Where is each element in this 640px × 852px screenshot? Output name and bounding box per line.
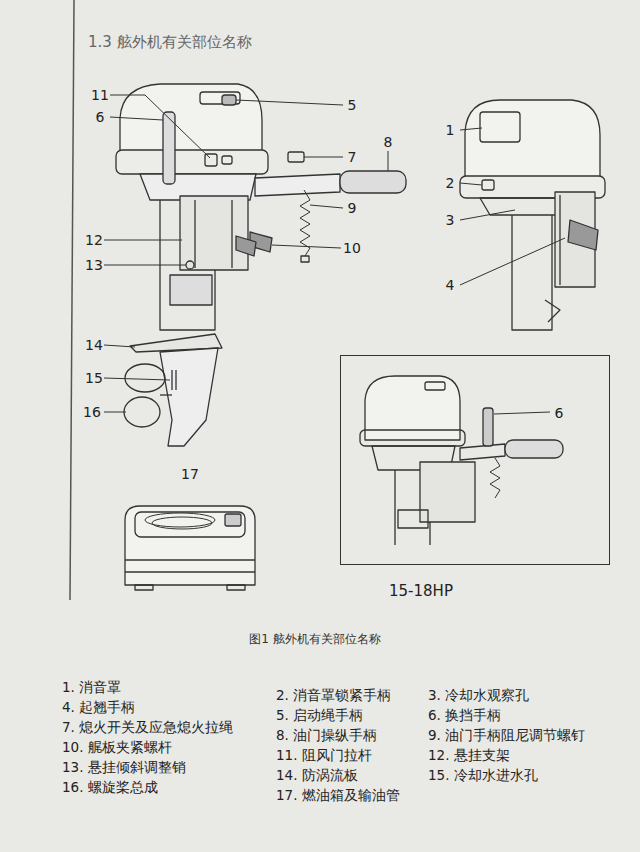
inset-frame: 615-18HP [340,355,610,565]
callout-number: 16 [83,404,101,421]
figure-caption: 图1 舷外机有关部位名称 [249,632,380,646]
callout-number: 1 [446,122,455,139]
callout-number: 5 [348,97,357,114]
part-name: 6. 换挡手柄 [428,707,501,723]
callout-number: 15 [85,370,103,387]
part-name: 7. 熄火开关及应急熄火拉绳 [62,719,233,735]
page-edge [70,0,74,600]
model-label: 15-18HP [389,582,453,600]
callout-number: 6 [555,405,564,422]
part-name: 10. 艉板夹紧螺杆 [62,739,172,755]
leader-lines [104,95,565,414]
part-name: 4. 起翘手柄 [62,699,135,715]
callout-number: 3 [446,212,455,229]
callout-number: 7 [348,149,357,166]
callout-number: 11 [91,87,109,104]
part-name: 9. 油门手柄阻尼调节螺钉 [428,727,585,743]
side-motor [460,100,605,330]
part-name: 2. 消音罩锁紧手柄 [276,687,391,703]
part-name: 12. 悬挂支架 [428,747,510,763]
part-name: 3. 冷却水观察孔 [428,687,529,703]
part-name: 1. 消音罩 [62,679,121,695]
callout-number: 4 [446,277,455,294]
part-name: 17. 燃油箱及输油管 [276,787,400,803]
callout-number: 13 [85,257,103,274]
callout-number: 17 [181,466,199,483]
section-title: 1.3 舷外机有关部位名称 [88,33,252,51]
callout-number: 6 [96,109,105,126]
callout-number: 10 [343,240,361,257]
part-name: 13. 悬挂倾斜调整销 [62,759,186,775]
inset-motor [360,376,563,545]
part-name: 14. 防涡流板 [276,767,358,783]
part-name: 16. 螺旋桨总成 [62,779,158,795]
fuel-tank [125,506,255,590]
part-name: 5. 启动绳手柄 [276,707,363,723]
part-name: 15. 冷却水进水孔 [428,767,538,783]
callout-number: 14 [85,337,103,354]
part-name: 8. 油门操纵手柄 [276,727,377,743]
callout-number: 2 [446,175,455,192]
callout-number: 8 [384,134,393,151]
callout-number: 12 [85,232,103,249]
callout-number: 9 [348,200,357,217]
part-name: 11. 阻风门拉杆 [276,747,372,763]
